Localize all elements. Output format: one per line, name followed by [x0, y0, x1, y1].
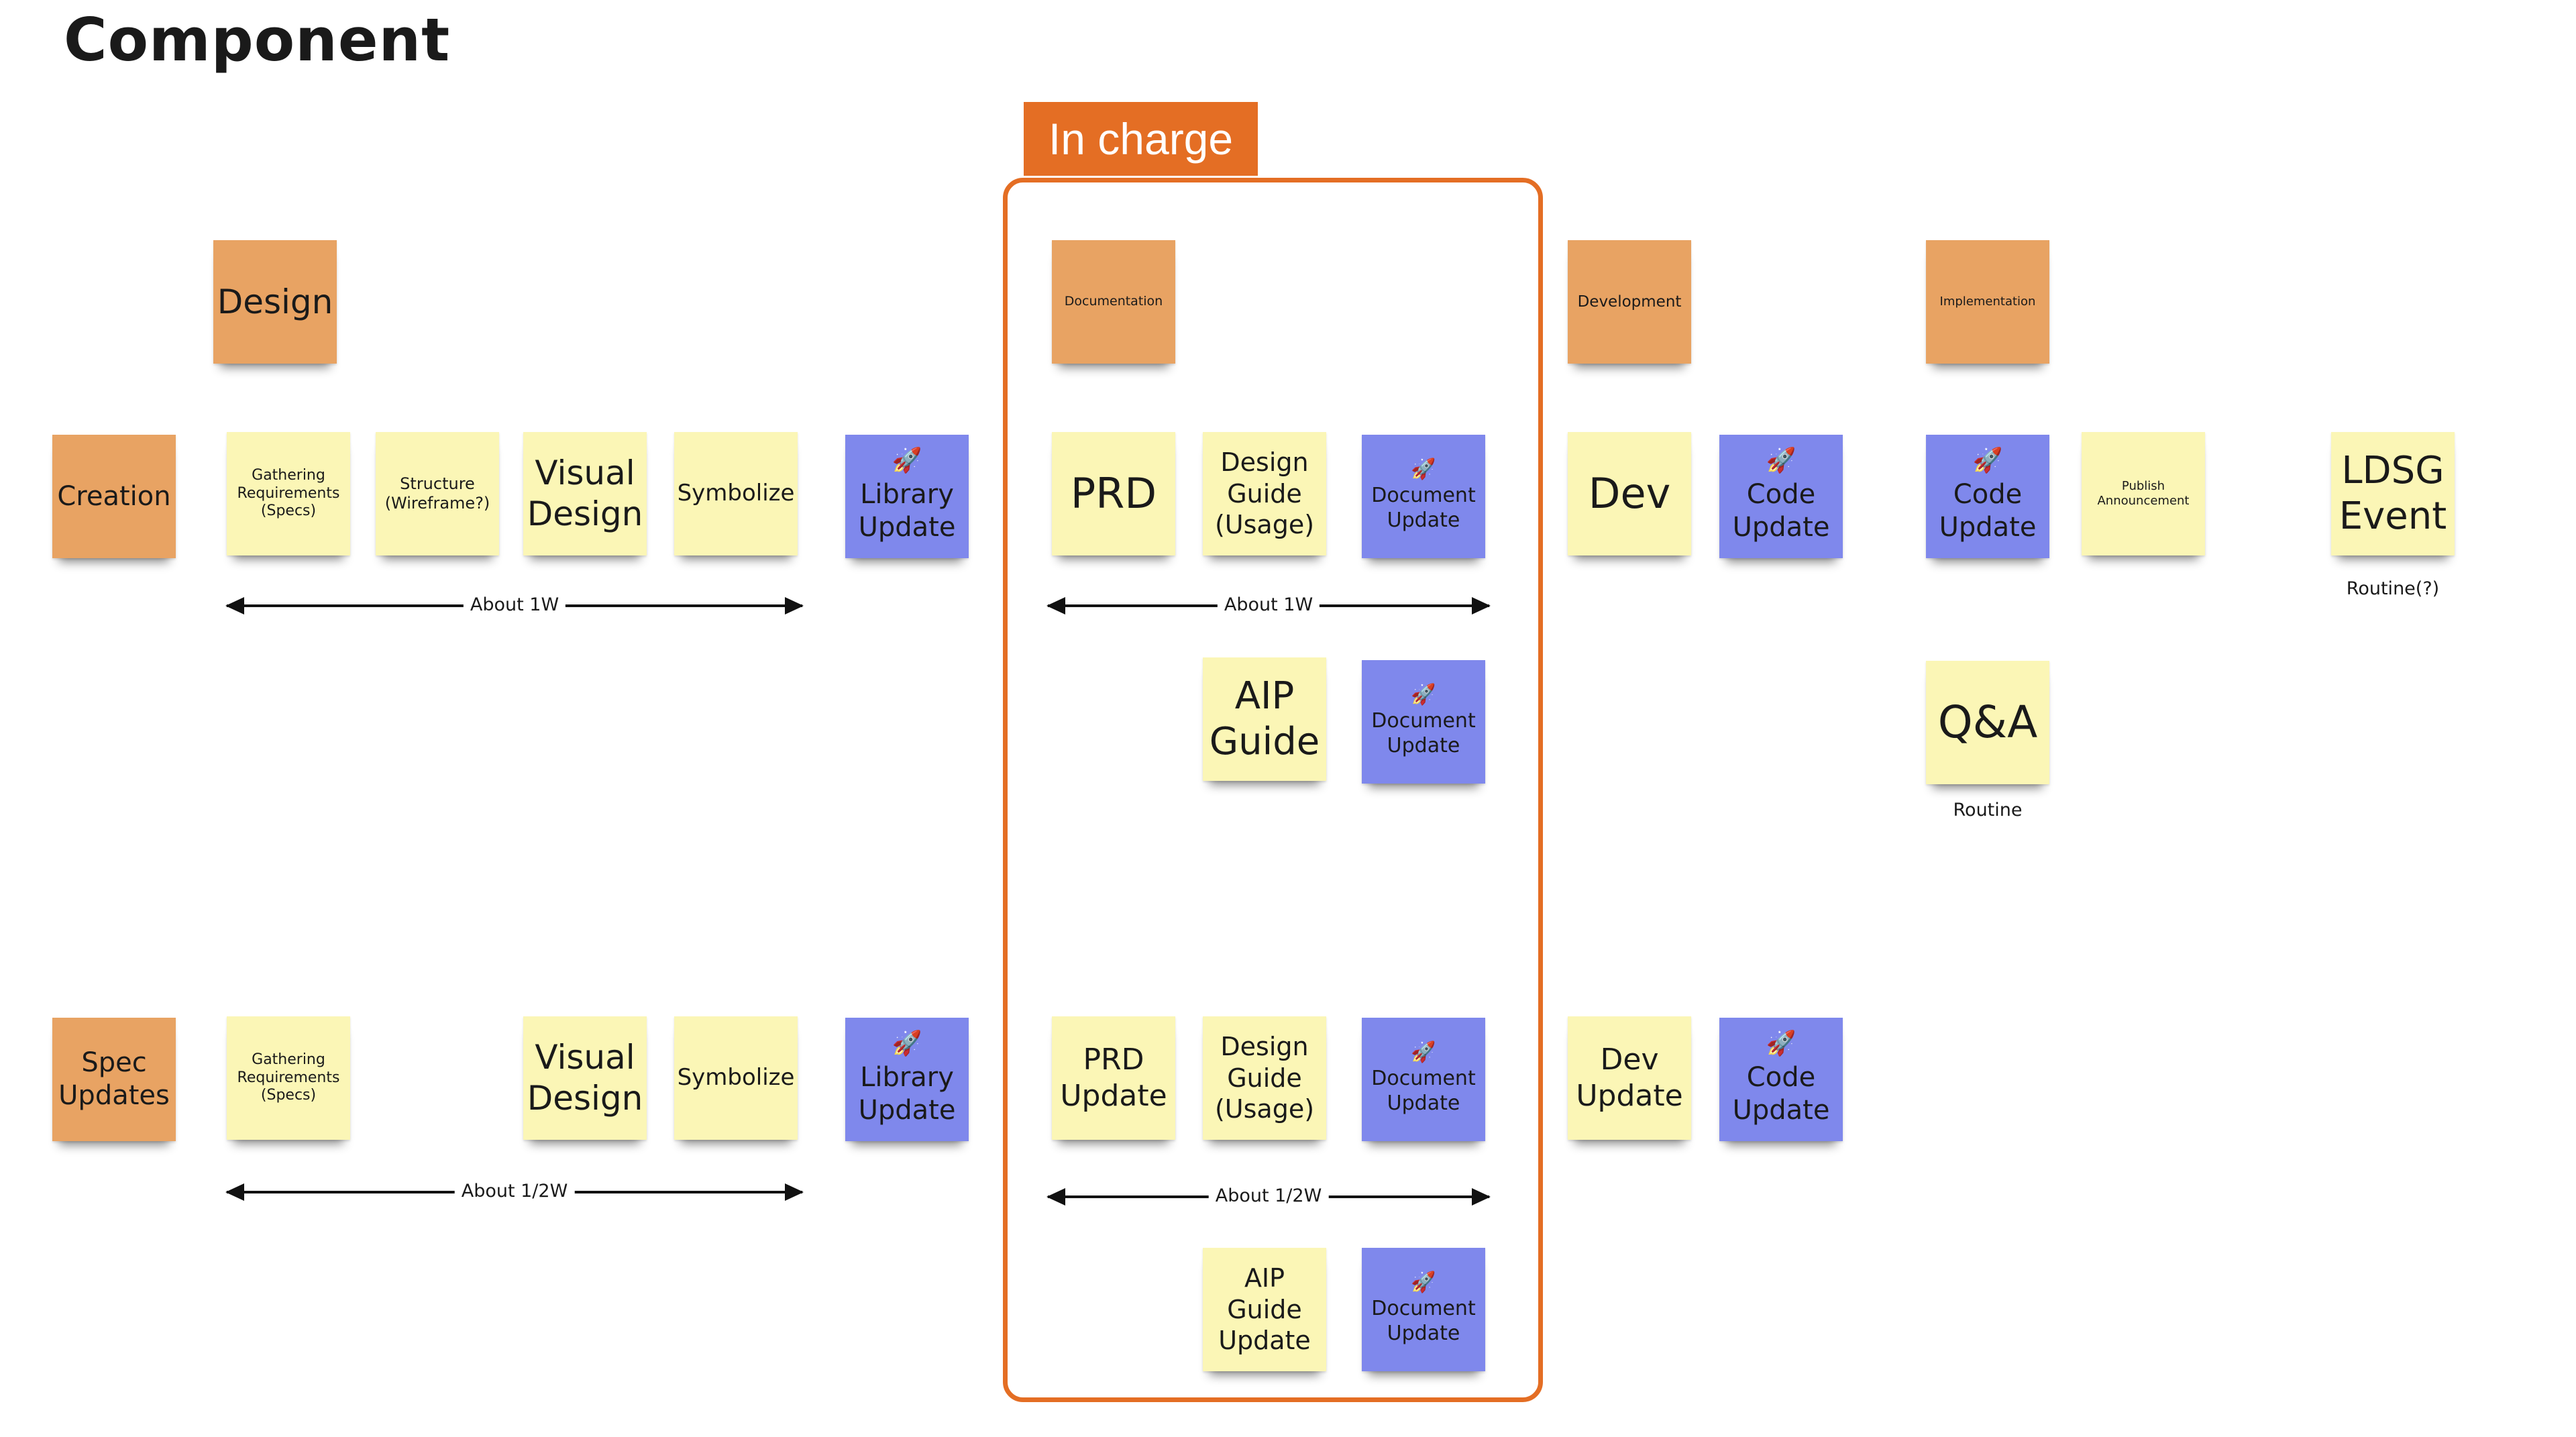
spec-aip-document-update-sticky[interactable]: 🚀 Document Update [1362, 1248, 1485, 1371]
code-update-sticky[interactable]: 🚀 Code Update [1719, 435, 1843, 558]
prd-update-sticky[interactable]: PRD Update [1052, 1016, 1175, 1140]
sticky-text: AIP Guide [1209, 674, 1320, 763]
rocket-icon: 🚀 [1411, 458, 1436, 482]
structure-wireframe-sticky[interactable]: Structure (Wireframe?) [376, 432, 499, 555]
ldsg-routine-caption: Routine(?) [2346, 578, 2440, 599]
design-duration-arrow[interactable]: About 1W [225, 593, 804, 617]
sticky-text: Creation [57, 480, 171, 512]
rocket-icon: 🚀 [892, 1030, 922, 1058]
sticky-text: Document Update [1371, 484, 1476, 532]
implementation-header-sticky[interactable]: Implementation [1926, 240, 2049, 364]
qa-routine-caption: Routine [1953, 800, 2023, 820]
sticky-text: Symbolize [677, 480, 795, 507]
sticky-text: Dev [1588, 469, 1671, 519]
publish-announcement-sticky[interactable]: Publish Announcement [2082, 432, 2205, 555]
page-title: Component [64, 5, 451, 74]
sticky-text: Symbolize [677, 1064, 795, 1092]
spec-code-update-sticky[interactable]: 🚀 Code Update [1719, 1018, 1843, 1141]
rocket-icon: 🚀 [1411, 1041, 1436, 1065]
sticky-text: Structure (Wireframe?) [384, 474, 490, 513]
sticky-text: Design Guide (Usage) [1214, 1032, 1315, 1124]
duration-label: About 1W [463, 593, 566, 617]
rocket-icon: 🚀 [892, 447, 922, 475]
spec-design-guide-sticky[interactable]: Design Guide (Usage) [1203, 1016, 1326, 1140]
design-header-sticky[interactable]: Design [213, 240, 337, 364]
sticky-text: PRD Update [1060, 1043, 1167, 1113]
sticky-text: PRD [1070, 469, 1157, 519]
sticky-text: Gathering Requirements (Specs) [237, 466, 340, 520]
aip-document-update-sticky[interactable]: 🚀 Document Update [1362, 660, 1485, 784]
sticky-text: Dev Update [1576, 1043, 1683, 1113]
sticky-text: Spec Updates [58, 1047, 170, 1111]
sticky-text: Publish Announcement [2097, 479, 2190, 508]
dev-update-sticky[interactable]: Dev Update [1568, 1016, 1691, 1140]
spec-document-update-sticky[interactable]: 🚀 Document Update [1362, 1018, 1485, 1141]
sticky-text: Design Guide (Usage) [1214, 447, 1315, 540]
documentation-duration-arrow[interactable]: About 1W [1046, 593, 1491, 617]
design-guide-sticky[interactable]: Design Guide (Usage) [1203, 432, 1326, 555]
in-charge-frame[interactable] [1003, 178, 1543, 1402]
spec-symbolize-sticky[interactable]: Symbolize [674, 1016, 798, 1140]
sticky-text: Code Update [1939, 479, 2037, 543]
documentation-header-sticky[interactable]: Documentation [1052, 240, 1175, 364]
aip-guide-sticky[interactable]: AIP Guide [1203, 657, 1326, 781]
development-header-sticky[interactable]: Development [1568, 240, 1691, 364]
library-update-sticky[interactable]: 🚀 Library Update [845, 435, 969, 558]
symbolize-sticky[interactable]: Symbolize [674, 432, 798, 555]
gathering-requirements-sticky[interactable]: Gathering Requirements (Specs) [227, 432, 350, 555]
sticky-text: AIP Guide Update [1218, 1263, 1311, 1356]
sticky-text: Document Update [1371, 709, 1476, 757]
rocket-icon: 🚀 [1411, 1271, 1436, 1295]
sticky-text: Documentation [1064, 294, 1163, 309]
ldsg-event-sticky[interactable]: LDSG Event [2331, 432, 2455, 555]
rocket-icon: 🚀 [1972, 447, 2003, 475]
spec-documentation-duration-arrow[interactable]: About 1/2W [1046, 1184, 1491, 1208]
rocket-icon: 🚀 [1411, 683, 1436, 707]
qa-sticky[interactable]: Q&A [1926, 661, 2049, 784]
rocket-icon: 🚀 [1766, 447, 1796, 475]
in-charge-label[interactable]: In charge [1024, 102, 1258, 176]
sticky-text: Q&A [1937, 696, 2038, 748]
sticky-text: Visual Design [527, 454, 643, 533]
spec-library-update-sticky[interactable]: 🚀 Library Update [845, 1018, 969, 1141]
sticky-text: Code Update [1732, 1062, 1830, 1126]
sticky-text: Development [1577, 292, 1682, 311]
sticky-text: Code Update [1732, 479, 1830, 543]
aip-guide-update-sticky[interactable]: AIP Guide Update [1203, 1248, 1326, 1371]
duration-label: About 1W [1217, 593, 1320, 617]
sticky-text: Library Update [858, 479, 956, 543]
spec-gathering-requirements-sticky[interactable]: Gathering Requirements (Specs) [227, 1016, 350, 1140]
sticky-text: Design [217, 282, 333, 321]
sticky-text: Gathering Requirements (Specs) [237, 1051, 340, 1104]
spec-visual-design-sticky[interactable]: Visual Design [523, 1016, 647, 1140]
implementation-code-update-sticky[interactable]: 🚀 Code Update [1926, 435, 2049, 558]
sticky-text: Visual Design [527, 1038, 643, 1118]
prd-sticky[interactable]: PRD [1052, 432, 1175, 555]
visual-design-sticky[interactable]: Visual Design [523, 432, 647, 555]
document-update-sticky[interactable]: 🚀 Document Update [1362, 435, 1485, 558]
rocket-icon: 🚀 [1766, 1030, 1796, 1058]
spec-updates-sticky[interactable]: Spec Updates [52, 1018, 176, 1141]
duration-label: About 1/2W [454, 1179, 575, 1204]
sticky-text: Document Update [1371, 1067, 1476, 1115]
duration-label: About 1/2W [1208, 1184, 1329, 1208]
sticky-text: Document Update [1371, 1297, 1476, 1345]
sticky-text: Implementation [1939, 295, 2036, 309]
sticky-text: Library Update [858, 1062, 956, 1126]
creation-sticky[interactable]: Creation [52, 435, 176, 558]
sticky-text: LDSG Event [2339, 448, 2447, 538]
dev-sticky[interactable]: Dev [1568, 432, 1691, 555]
spec-design-duration-arrow[interactable]: About 1/2W [225, 1179, 804, 1204]
